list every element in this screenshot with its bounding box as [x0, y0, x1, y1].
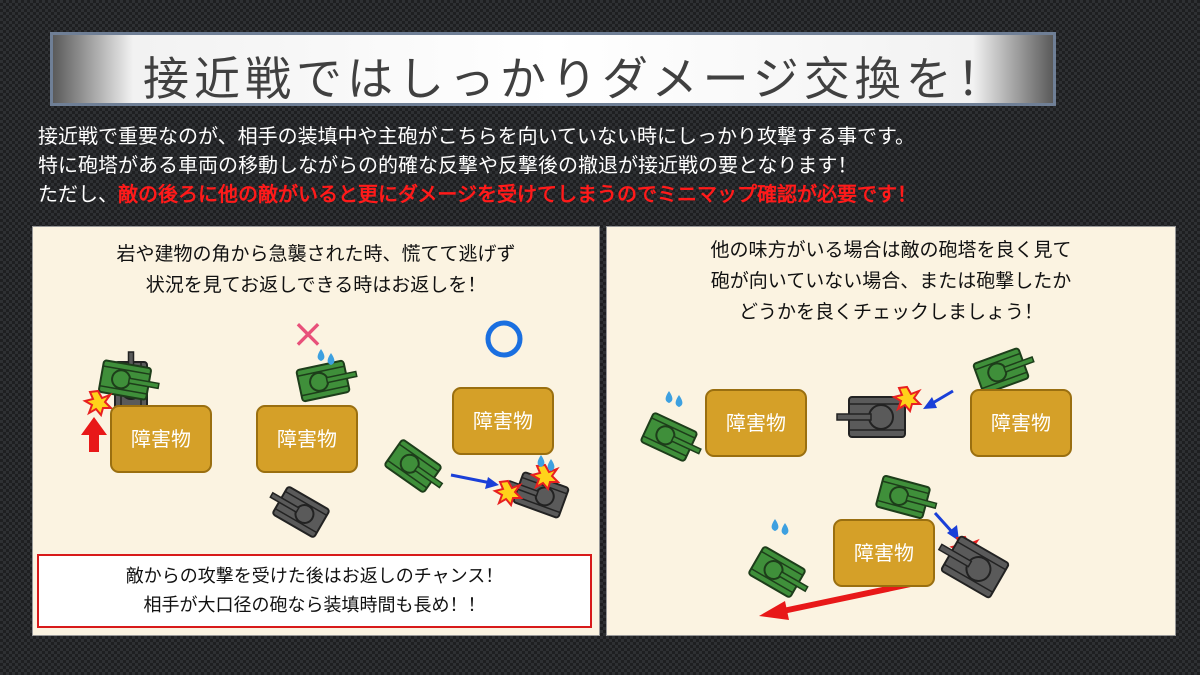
right-panel-text: 他の味方がいる場合は敵の砲塔を良く見て 砲が向いていない場合、または砲撃したか … — [607, 235, 1175, 328]
left-panel-line-2: 状況を見てお返しできる時はお返しを！ — [145, 274, 487, 296]
left-panel-line-1: 岩や建物の角から急襲された時、慌てて逃げず — [116, 243, 516, 265]
blue-arrow — [450, 473, 492, 485]
intro-line-2: 特に砲塔がある車両の移動しながらの的確な反撃や反撃後の撤退が接近戦の要となります… — [38, 153, 858, 177]
ally-tank-r2 — [971, 343, 1040, 396]
intro-line-3-prefix: ただし、 — [38, 182, 118, 206]
red-arrow-up — [81, 417, 107, 452]
right-panel: 他の味方がいる場合は敵の砲塔を良く見て 砲が向いていない場合、または砲撃したか … — [606, 226, 1176, 636]
obstacle-r2: 障害物 — [970, 389, 1072, 457]
obstacle-r3: 障害物 — [833, 519, 935, 587]
intro-text: 接近戦で重要なのが、相手の装填中や主砲がこちらを向いていない時にしっかり攻撃する… — [38, 122, 1178, 209]
obstacle-r1: 障害物 — [705, 389, 807, 457]
right-panel-line-1: 他の味方がいる場合は敵の砲塔を良く見て — [710, 239, 1072, 261]
left-panel-text: 岩や建物の角から急襲された時、慌てて逃げず 状況を見てお返しできる時はお返しを！ — [33, 239, 599, 301]
ally-tank-r3 — [874, 474, 941, 523]
burst-icon — [84, 390, 112, 416]
left-diagram: × — [81, 311, 571, 539]
enemy-tank-3 — [383, 438, 452, 500]
left-panel: 岩や建物の角から急襲された時、慌てて逃げず 状況を見てお返しできる時はお返しを！ — [32, 226, 600, 636]
enemy-tank-2 — [295, 357, 361, 403]
ally-tank-2 — [262, 480, 331, 539]
right-panel-line-3: どうかを良くチェックしましょう！ — [738, 301, 1043, 323]
water-drops-icon-r1 — [665, 391, 683, 407]
right-panel-line-2: 砲が向いていない場合、または砲撃したか — [710, 270, 1072, 292]
obstacle-1: 障害物 — [110, 405, 212, 473]
intro-line-1: 接近戦で重要なのが、相手の装填中や主砲がこちらを向いていない時にしっかり攻撃する… — [38, 124, 915, 148]
intro-line-3: ただし、敵の後ろに他の敵がいると更にダメージを受けてしまうのでミニマップ確認が必… — [38, 180, 1178, 209]
burst-icon-r1 — [893, 386, 921, 412]
title-banner: 接近戦ではしっかりダメージ交換を！ — [50, 32, 1056, 106]
enemy-tank-r2 — [929, 528, 1011, 600]
cross-mark-icon: × — [291, 311, 325, 357]
enemy-tank-r1 — [836, 396, 906, 438]
blue-arrow-r2 — [933, 511, 955, 535]
water-drops-icon-r2 — [771, 519, 789, 535]
blue-arrow-r1 — [930, 389, 954, 406]
page-title: 接近戦ではしっかりダメージ交換を！ — [143, 52, 1008, 106]
note-line-2: 相手が大口径の砲なら装填時間も長め！！ — [143, 595, 486, 616]
circle-mark-icon — [485, 320, 523, 358]
ally-tank-r1 — [639, 411, 708, 467]
ally-tank-r4 — [747, 545, 816, 604]
obstacle-2: 障害物 — [256, 405, 358, 473]
obstacle-3: 障害物 — [452, 387, 554, 455]
note-line-1: 敵からの攻撃を受けた後はお返しのチャンス！ — [125, 566, 504, 587]
note-box: 敵からの攻撃を受けた後はお返しのチャンス！ 相手が大口径の砲なら装填時間も長め！… — [37, 554, 592, 628]
water-drops-icon — [317, 349, 335, 365]
intro-warning: 敵の後ろに他の敵がいると更にダメージを受けてしまうのでミニマップ確認が必要です！ — [118, 182, 917, 206]
